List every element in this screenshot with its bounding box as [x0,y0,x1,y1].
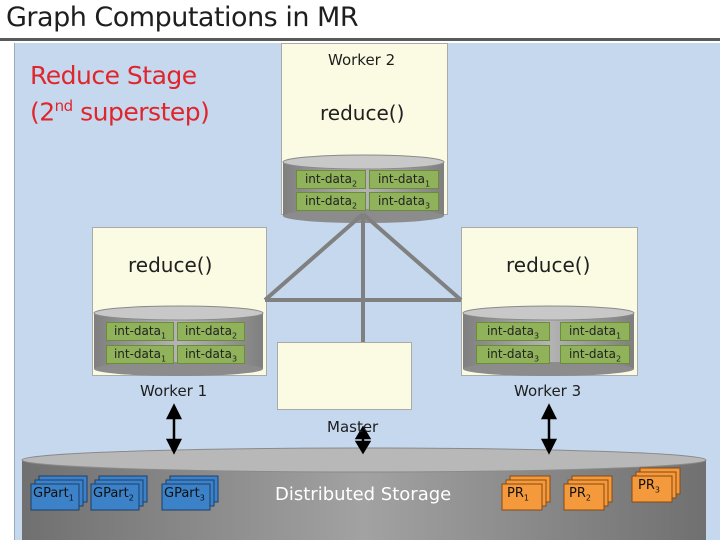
pr-2-label: PR2 [569,486,591,503]
master-label: Master [327,418,379,436]
stage-subtitle: Reduce Stage (2nd superstep) [30,60,210,127]
worker2-cell-4: int-data3 [369,192,439,211]
master-box [277,342,412,410]
worker1-cell-4: int-data3 [177,345,245,364]
subtitle-line2-pre: (2 [30,97,55,127]
subtitle-line2-sup: nd [54,97,74,115]
worker1-label: Worker 1 [140,382,208,400]
pr-stacks [501,467,681,511]
pr-3-label: PR3 [638,478,660,495]
worker-connections [263,212,463,342]
worker2-label: Worker 2 [328,51,396,69]
subtitle-line2-post: superstep) [72,97,210,127]
worker1-cell-1: int-data1 [106,322,174,341]
worker3-label: Worker 3 [514,382,582,400]
worker2-reduce-label: reduce() [320,101,405,125]
worker2-cell-1: int-data2 [296,170,366,189]
worker1-cell-3: int-data1 [106,345,174,364]
worker2-cell-2: int-data1 [369,170,439,189]
worker2-cell-3: int-data2 [296,192,366,211]
pr-1-label: PR1 [507,486,529,503]
gpart-1-label: GPart1 [33,486,74,503]
gpart-stacks [30,475,219,511]
gpart-2-label: GPart2 [93,486,134,503]
gpart-3-label: GPart3 [164,486,205,503]
worker1-cell-2: int-data2 [177,322,245,341]
title-rule [0,38,720,41]
slide-title: Graph Computations in MR [6,2,359,33]
worker3-cell-1: int-data3 [476,322,550,341]
worker3-cell-2: int-data1 [560,322,630,341]
worker3-reduce-label: reduce() [506,253,591,277]
storage-label: Distributed Storage [275,484,452,505]
subtitle-line1: Reduce Stage [30,61,197,90]
storage-arrows [165,403,558,455]
worker3-cell-3: int-data3 [476,345,550,364]
worker1-reduce-label: reduce() [128,253,213,277]
worker3-cell-4: int-data2 [560,345,630,364]
